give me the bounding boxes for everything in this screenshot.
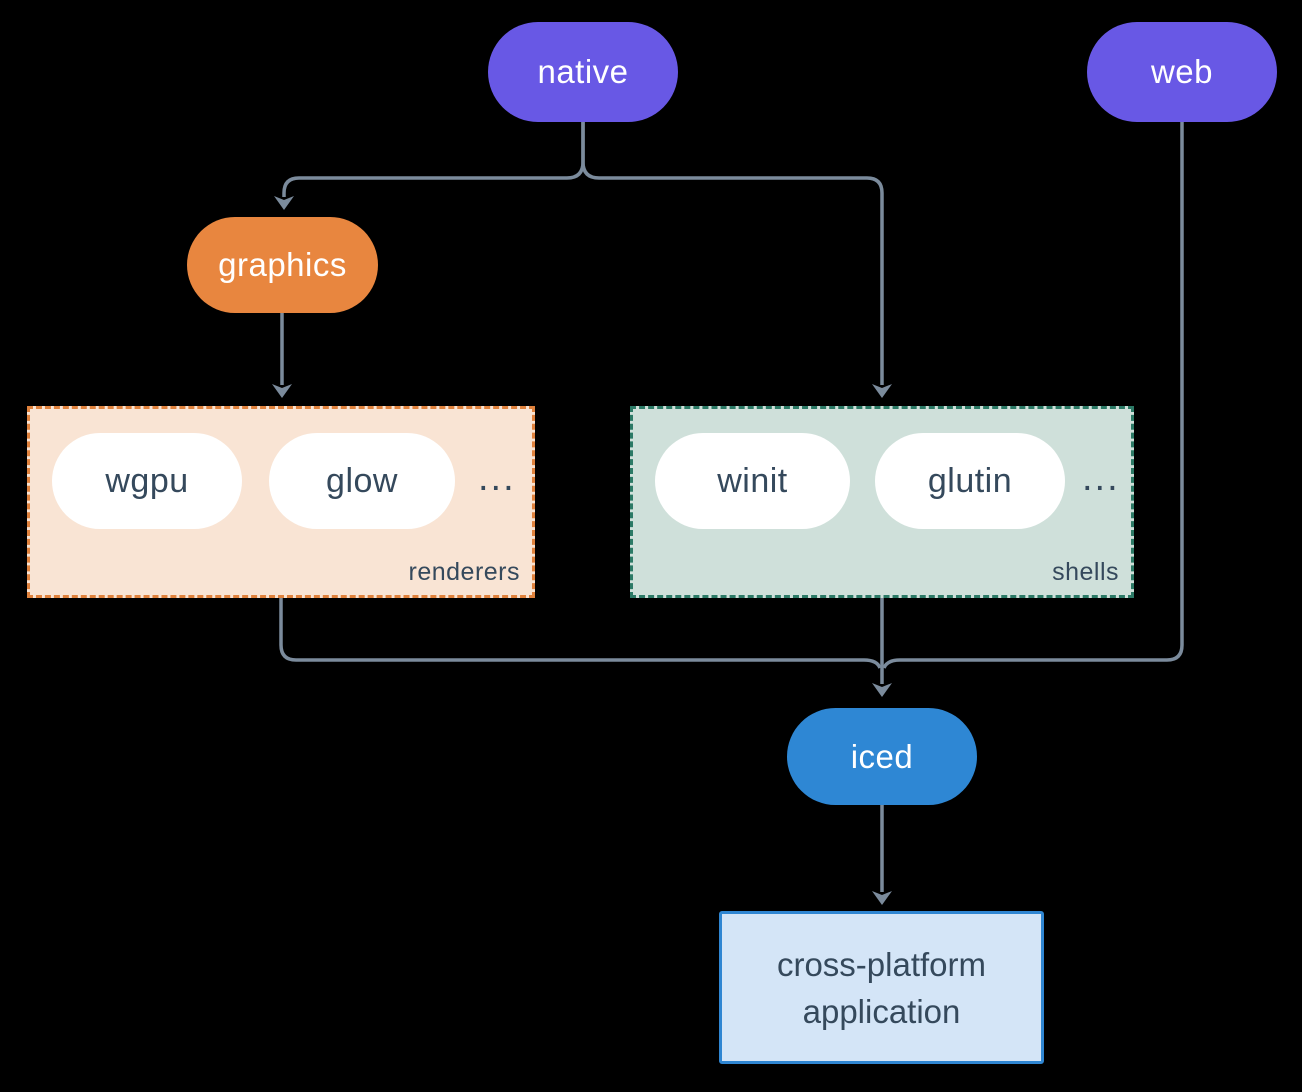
node-glow: glow xyxy=(269,433,455,529)
node-winit-label: winit xyxy=(717,461,788,500)
edge-native-to-graphics xyxy=(282,122,585,197)
group-renderers-label: renderers xyxy=(408,558,520,586)
node-wgpu-label: wgpu xyxy=(105,461,189,500)
group-shells: winit glutin ... shells xyxy=(630,406,1134,598)
arrowhead-renderers xyxy=(272,384,292,398)
application-label-line2: application xyxy=(802,992,961,1030)
node-web: web xyxy=(1087,22,1277,122)
group-shells-label: shells xyxy=(1052,558,1119,586)
node-glutin-label: glutin xyxy=(927,461,1013,500)
arrowhead-application xyxy=(872,891,892,905)
node-glutin: glutin xyxy=(875,433,1065,529)
arrowhead-graphics xyxy=(274,196,294,210)
group-renderers: wgpu glow ... renderers xyxy=(27,406,535,598)
edge-web-to-merge xyxy=(882,122,1184,669)
node-winit: winit xyxy=(655,433,850,529)
node-graphics-label: graphics xyxy=(218,246,347,283)
node-native: native xyxy=(488,22,678,122)
shells-ellipsis: ... xyxy=(1082,457,1120,499)
arrowhead-iced xyxy=(872,683,892,697)
edge-native-to-shells xyxy=(581,122,884,385)
node-glow-label: glow xyxy=(326,461,398,500)
edge-renderers-to-merge xyxy=(279,598,882,669)
node-graphics: graphics xyxy=(187,217,378,313)
arrowhead-shells xyxy=(872,384,892,398)
node-cross-platform-application: cross-platform application xyxy=(719,911,1044,1064)
node-iced: iced xyxy=(787,708,977,805)
renderers-ellipsis: ... xyxy=(478,457,516,499)
node-web-label: web xyxy=(1150,53,1214,90)
node-iced-label: iced xyxy=(850,737,914,775)
node-native-label: native xyxy=(537,53,629,90)
node-wgpu: wgpu xyxy=(52,433,242,529)
application-label-line1: cross-platform xyxy=(776,945,987,983)
